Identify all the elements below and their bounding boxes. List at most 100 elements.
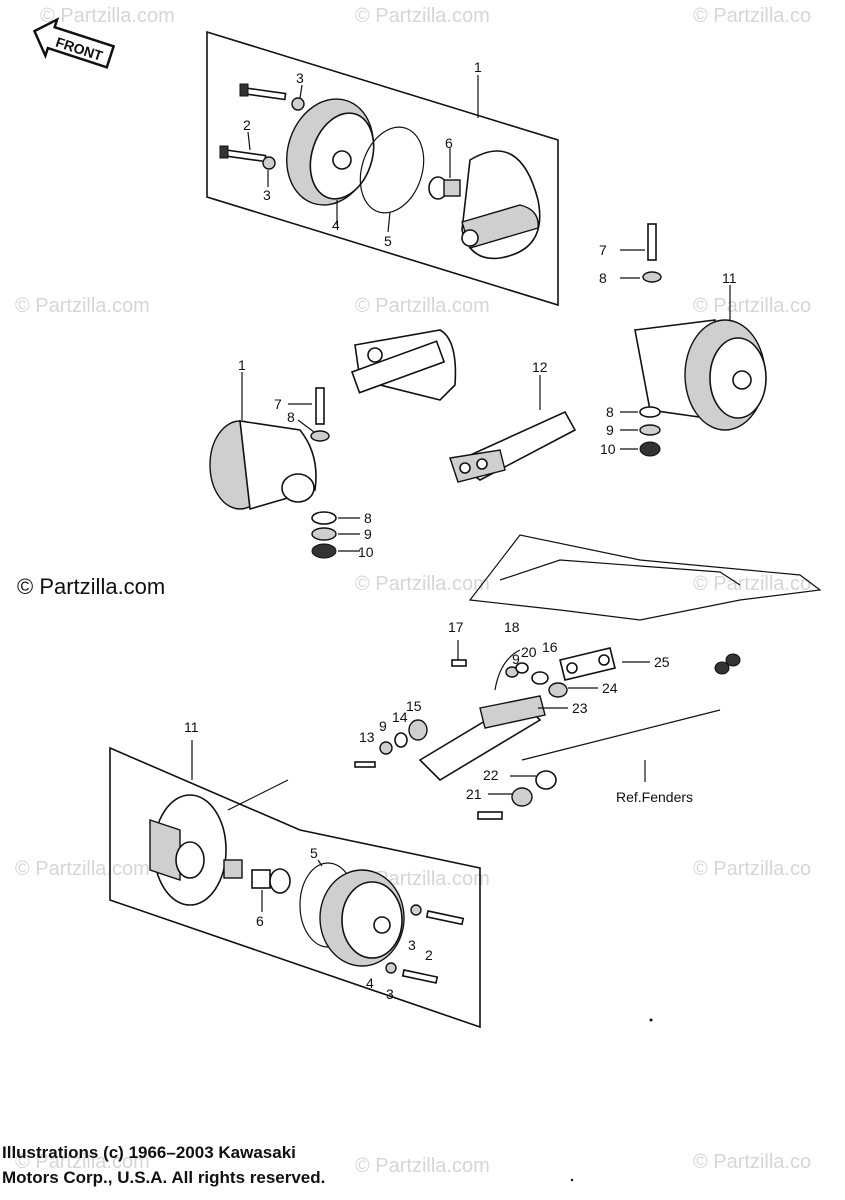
watermark: © Partzilla.co — [693, 5, 811, 27]
nut-icon — [714, 661, 730, 675]
screw-icon — [219, 145, 267, 163]
panel-outline — [109, 746, 481, 1029]
front-arrow-icon — [32, 17, 116, 69]
callout-label: 7 — [274, 396, 282, 412]
callout-label: 3 — [263, 187, 271, 203]
bolt-icon — [477, 811, 503, 820]
washer-icon — [291, 97, 305, 111]
collar-icon — [548, 682, 568, 698]
collar-icon — [535, 770, 557, 790]
watermark: © Partzilla.co — [693, 295, 811, 317]
site-credit: © Partzilla.com — [17, 574, 166, 599]
callout-label: 25 — [654, 654, 670, 670]
callout-label: 4 — [332, 217, 340, 233]
nut-icon — [725, 653, 741, 667]
right-lamp-icon — [634, 319, 767, 431]
callout-label: 3 — [386, 986, 394, 1002]
rear-mount-group — [354, 534, 822, 820]
watermark: © Partzilla.com — [15, 858, 150, 880]
callout-label: 5 — [310, 845, 318, 861]
callout-label: 6 — [445, 135, 453, 151]
socket-icon — [223, 859, 243, 879]
callout-label: 24 — [602, 680, 618, 696]
screw-icon — [354, 761, 376, 768]
callout-label: 7 — [599, 242, 607, 258]
wire-icon — [494, 649, 521, 691]
callout-label: 11 — [184, 719, 199, 735]
washer-icon — [385, 962, 397, 974]
callout-label: 3 — [408, 937, 416, 953]
callout-label: 2 — [425, 947, 433, 963]
nut-icon — [639, 441, 661, 457]
panel-outline — [206, 30, 559, 307]
copyright-notice: Illustrations (c) 1966–2003 Kawasaki Mot… — [2, 1140, 325, 1190]
watermark: © Partzilla.com — [15, 295, 150, 317]
lock-washer-icon — [311, 527, 337, 541]
watermark: © Partzilla.co — [693, 573, 811, 595]
callout-label: 8 — [364, 510, 372, 526]
callout-label: 6 — [256, 913, 264, 929]
callout-label: 2 — [243, 117, 251, 133]
watermark: © Partzilla.co — [693, 1151, 811, 1173]
lens-icon — [319, 869, 405, 967]
callout-label: 9 — [512, 651, 520, 667]
top-lamp-panel — [206, 30, 559, 307]
callout-label: 21 — [466, 786, 482, 802]
stay-shaft-icon — [350, 340, 446, 394]
callout-label: 13 — [359, 729, 375, 745]
watermark: © Partzilla.com — [355, 295, 490, 317]
bottom-lamp-panel — [109, 746, 481, 1029]
callout-label: 3 — [296, 70, 304, 86]
watermark: © Partzilla.com — [15, 1151, 150, 1173]
fender-outline — [468, 534, 822, 621]
leader-lines — [191, 75, 731, 912]
callout-label: 5 — [384, 233, 392, 249]
callout-label: 14 — [392, 709, 408, 725]
callout-label: 9 — [606, 422, 614, 438]
lamp-base-icon — [149, 794, 227, 906]
gasket-icon — [359, 126, 425, 214]
washer-icon — [310, 430, 330, 442]
callout-label: 22 — [483, 767, 499, 783]
screw-icon — [401, 969, 439, 984]
callout-label: 1 — [238, 357, 246, 373]
washer-icon — [379, 741, 393, 755]
callout-label: 1 — [474, 59, 482, 75]
watermark: © Partzilla.com — [355, 573, 490, 595]
screw-icon — [425, 910, 465, 926]
grommet-icon — [408, 719, 428, 741]
washer-icon — [262, 156, 276, 170]
front-mount-group — [209, 223, 767, 559]
nut-icon — [515, 662, 529, 674]
bulb-icon — [251, 868, 291, 894]
lock-washer-icon — [639, 424, 661, 436]
callout-label: 18 — [504, 619, 520, 635]
copyright-line: Motors Corp., U.S.A. All rights reserved… — [2, 1168, 326, 1187]
screw-icon — [239, 83, 287, 101]
bolt-icon — [647, 223, 657, 261]
watermark: © Partzilla.co — [693, 858, 811, 880]
callout-label: 9 — [379, 718, 387, 734]
callout-label: 23 — [572, 700, 588, 716]
callout-label: 8 — [287, 409, 295, 425]
lamp-housing-icon — [461, 150, 541, 260]
watermark: © Partzilla.com — [355, 5, 490, 27]
callout-label: 10 — [600, 441, 616, 457]
callout-label: 12 — [532, 359, 548, 375]
washer-icon — [311, 511, 337, 525]
callout-label: 20 — [521, 644, 537, 660]
callout-label: 15 — [406, 698, 422, 714]
callouts: 1 2 3 3 4 5 6 7 8 11 12 8 9 10 1 7 8 8 9… — [184, 59, 737, 1002]
screw-icon — [451, 659, 467, 667]
callout-label: 4 — [366, 975, 374, 991]
left-lamp-icon — [209, 420, 317, 511]
bulb-icon — [428, 176, 461, 200]
washer-icon — [511, 787, 533, 807]
washer-icon — [410, 904, 422, 916]
washer-icon — [394, 732, 408, 748]
washer-icon — [639, 406, 661, 418]
callout-label: 10 — [358, 544, 374, 560]
callout-label: 8 — [606, 404, 614, 420]
bolt-icon — [315, 387, 325, 425]
watermark: © Partzilla.com — [355, 1155, 490, 1177]
